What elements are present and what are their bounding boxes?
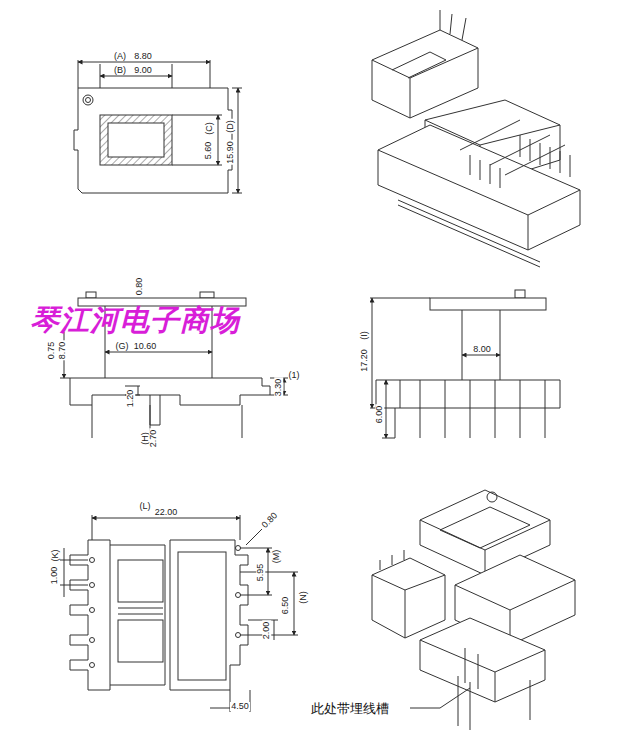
callout-letter: (1) [288, 371, 301, 380]
dimension-label: 0.75 [48, 340, 57, 360]
callout-letter: (M) [273, 548, 282, 564]
dimension-label: 0.80 [260, 510, 280, 530]
dimension-label: 2.70 [150, 428, 159, 448]
watermark: 琴江河电子商场 [30, 306, 240, 335]
callout-letter: (C) [205, 121, 214, 136]
dimension-label: 10.60 [133, 342, 158, 351]
dimension-label: 0.80 [136, 276, 145, 296]
dimension-label: 15.90 [226, 140, 235, 165]
callout-letter: (N) [299, 590, 308, 605]
callout-letter: (A) [113, 52, 127, 61]
dimension-label: 8.70 [59, 340, 68, 360]
dimension-label: 1.00 [51, 565, 60, 585]
callout-letter: (D) [226, 119, 235, 134]
callout-letter: (B) [113, 66, 127, 75]
dimension-label: 9.00 [133, 66, 153, 75]
callout-letter: (I) [360, 330, 369, 341]
dimension-label: 5.60 [205, 140, 214, 160]
dimension-label: 3.30 [275, 377, 284, 397]
dimension-label: 8.00 [472, 345, 492, 354]
dimension-label: 17.20 [360, 348, 369, 373]
dimension-label: 5.95 [257, 562, 266, 582]
dimension-label: 2.00 [263, 620, 272, 640]
dimension-label: 6.00 [376, 404, 385, 424]
note-text: 此处带埋线槽 [309, 701, 391, 716]
dimension-label: 8.80 [133, 52, 153, 61]
dimension-label: 22.00 [154, 508, 179, 517]
dimension-label: 1.20 [127, 388, 136, 408]
callout-letter: (K) [51, 548, 60, 562]
callout-letter: (L) [139, 502, 152, 511]
dimension-label: 6.50 [282, 595, 291, 615]
dimension-label: 4.50 [230, 702, 250, 711]
callout-letter: (H) [141, 431, 150, 446]
callout-letter: (G) [115, 342, 130, 351]
